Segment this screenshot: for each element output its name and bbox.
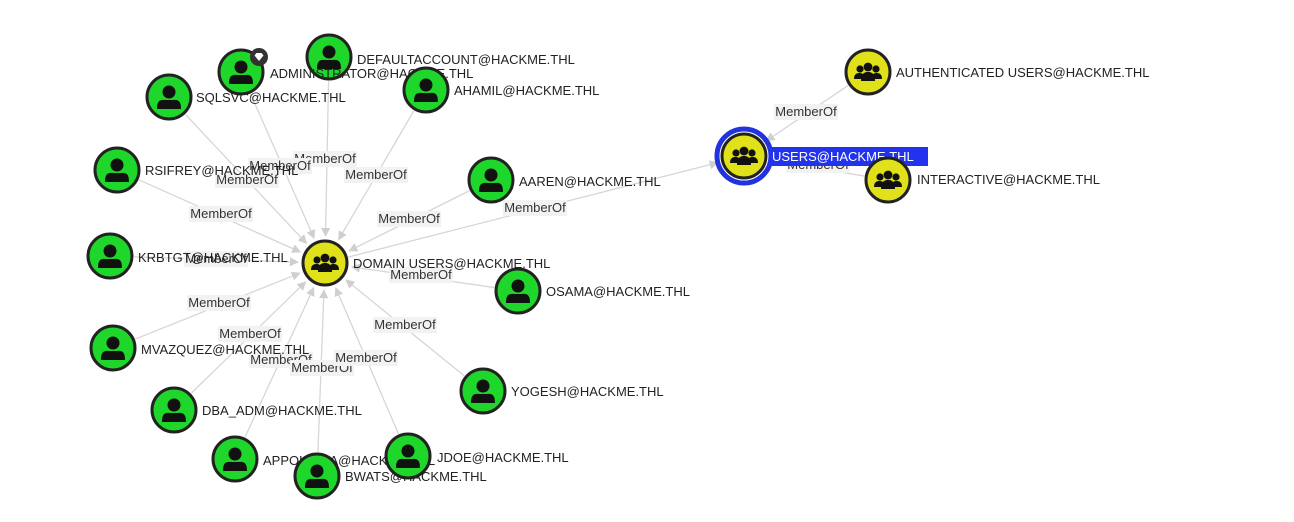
edge-labels-layer: MemberOfMemberOfMemberOfMemberOfMemberOf… <box>184 104 850 376</box>
edge-label-bg <box>344 167 408 183</box>
user-icon <box>305 464 329 488</box>
edge-label-text: MemberOf <box>249 158 311 173</box>
edge-label-domain_users: MemberOf <box>503 200 567 216</box>
node-krbtgt[interactable]: KRBTGT@HACKME.THL <box>86 232 288 280</box>
group-icon <box>730 146 758 165</box>
edge-label-sqlsvc: MemberOf <box>215 172 279 188</box>
node-label: KRBTGT@HACKME.THL <box>138 250 288 265</box>
node-osama[interactable]: OSAMA@HACKME.THL <box>494 267 690 315</box>
node-label: INTERACTIVE@HACKME.THL <box>917 172 1100 187</box>
node-label: MVAZQUEZ@HACKME.THL <box>141 342 309 357</box>
nodes-layer: DEFAULTACCOUNT@HACKME.THLADMINISTRATOR@H… <box>86 33 1149 500</box>
edge-label-yogesh: MemberOf <box>373 317 437 333</box>
edge-label-text: MemberOf <box>188 295 250 310</box>
node-label: YOGESH@HACKME.THL <box>511 384 664 399</box>
edge-label-bg <box>377 211 441 227</box>
node-interactive[interactable]: INTERACTIVE@HACKME.THL <box>864 156 1100 204</box>
user-icon <box>223 447 247 471</box>
user-icon <box>162 398 186 422</box>
node-label: AAREN@HACKME.THL <box>519 174 661 189</box>
node-label: SQLSVC@HACKME.THL <box>196 90 346 105</box>
user-icon <box>157 85 181 109</box>
node-jdoe[interactable]: JDOE@HACKME.THL <box>384 432 569 480</box>
node-label: JDOE@HACKME.THL <box>437 450 569 465</box>
edge-label-krbtgt: MemberOf <box>184 251 248 267</box>
user-icon <box>414 78 438 102</box>
edge-label-bg <box>373 317 437 333</box>
user-icon <box>506 279 530 303</box>
user-icon <box>101 336 125 360</box>
node-mvazquez[interactable]: MVAZQUEZ@HACKME.THL <box>89 324 309 372</box>
edge-label-bg <box>187 295 251 311</box>
edge-label-text: MemberOf <box>345 167 407 182</box>
group-icon <box>311 253 339 272</box>
user-icon <box>105 158 129 182</box>
edge-label-administrator: MemberOf <box>248 158 312 174</box>
edge-label-bg <box>389 267 453 283</box>
node-label: RSIFREY@HACKME.THL <box>145 163 298 178</box>
edge-label-text: MemberOf <box>390 267 452 282</box>
node-domain-users[interactable]: DOMAIN USERS@HACKME.THL <box>301 239 550 287</box>
edge-label-rsifrey: MemberOf <box>189 206 253 222</box>
edge-label-bg <box>248 158 312 174</box>
diamond-icon <box>250 48 268 66</box>
edge-label-authenticated_users: MemberOf <box>774 104 838 120</box>
edge-label-bg <box>215 172 279 188</box>
user-icon <box>396 444 420 468</box>
node-label: DEFAULTACCOUNT@HACKME.THL <box>357 52 575 67</box>
node-label: DOMAIN USERS@HACKME.THL <box>353 256 550 271</box>
group-icon <box>874 170 902 189</box>
edge-label-bg <box>184 251 248 267</box>
node-authenticated-users[interactable]: AUTHENTICATED USERS@HACKME.THL <box>844 48 1149 96</box>
node-sqlsvc[interactable]: SQLSVC@HACKME.THL <box>145 73 346 121</box>
node-yogesh[interactable]: YOGESH@HACKME.THL <box>459 367 664 415</box>
user-icon <box>479 168 503 192</box>
edge-label-mvazquez: MemberOf <box>187 295 251 311</box>
edge-label-bg <box>334 350 398 366</box>
edge-label-text: MemberOf <box>190 206 252 221</box>
edge-label-text: MemberOf <box>185 251 247 266</box>
node-dba-adm[interactable]: DBA_ADM@HACKME.THL <box>150 386 362 434</box>
user-icon <box>471 379 495 403</box>
edge-label-text: MemberOf <box>504 200 566 215</box>
edge-label-text: MemberOf <box>216 172 278 187</box>
node-label: AUTHENTICATED USERS@HACKME.THL <box>896 65 1149 80</box>
user-icon <box>317 45 341 69</box>
edge-label-bg <box>774 104 838 120</box>
node-defaultaccount[interactable]: DEFAULTACCOUNT@HACKME.THL <box>305 33 575 81</box>
node-rsifrey[interactable]: RSIFREY@HACKME.THL <box>93 146 298 194</box>
edge-label-aaren: MemberOf <box>377 211 441 227</box>
edge-label-text: MemberOf <box>378 211 440 226</box>
node-label: OSAMA@HACKME.THL <box>546 284 690 299</box>
group-icon <box>854 62 882 81</box>
edge-label-text: MemberOf <box>775 104 837 119</box>
user-icon <box>98 244 122 268</box>
node-aaren[interactable]: AAREN@HACKME.THL <box>467 156 661 204</box>
edge-label-text: MemberOf <box>219 326 281 341</box>
edge-label-bg <box>218 326 282 342</box>
edge-label-ahamil: MemberOf <box>344 167 408 183</box>
node-label: AHAMIL@HACKME.THL <box>454 83 599 98</box>
edge-label-bg <box>503 200 567 216</box>
edge-label-dba_adm: MemberOf <box>218 326 282 342</box>
user-icon <box>229 60 253 84</box>
edge-label-text: MemberOf <box>335 350 397 365</box>
node-label: DBA_ADM@HACKME.THL <box>202 403 362 418</box>
edge-label-bg <box>189 206 253 222</box>
node-bwats[interactable]: BWATS@HACKME.THL <box>293 452 487 500</box>
edge-label-text: MemberOf <box>374 317 436 332</box>
edge-label-osama: MemberOf <box>389 267 453 283</box>
edge-label-jdoe: MemberOf <box>334 350 398 366</box>
node-ahamil[interactable]: AHAMIL@HACKME.THL <box>402 66 599 114</box>
